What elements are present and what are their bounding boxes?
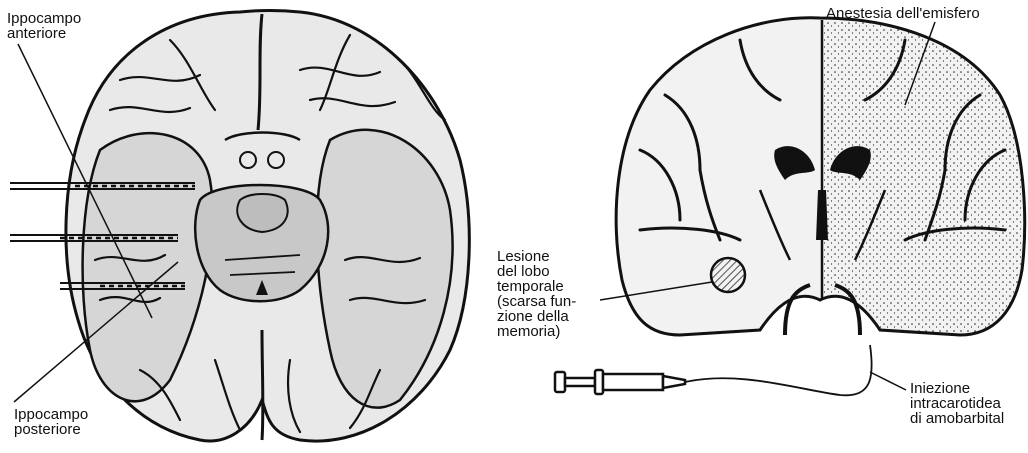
label-temporal-lesion: Lesione del lobo temporale (scarsa fun- … bbox=[497, 249, 576, 339]
temporal-lobe-lesion bbox=[711, 258, 745, 292]
injection-tube bbox=[685, 345, 872, 395]
injection-pointer bbox=[870, 372, 906, 390]
label-carotid-injection: Iniezione intracarotidea di amobarbital bbox=[910, 381, 1004, 426]
syringe bbox=[555, 370, 685, 394]
label-hemisphere-anesthesia: Anestesia dell'emisfero bbox=[826, 6, 980, 21]
ventral-brain-view bbox=[10, 11, 469, 442]
coronal-section bbox=[555, 18, 1025, 396]
anesthetized-hemisphere bbox=[822, 20, 1025, 335]
pons-detail bbox=[237, 194, 287, 232]
label-anterior-hippocampus: Ippocampo anteriore bbox=[7, 11, 81, 41]
label-posterior-hippocampus: Ippocampo posteriore bbox=[14, 407, 88, 437]
